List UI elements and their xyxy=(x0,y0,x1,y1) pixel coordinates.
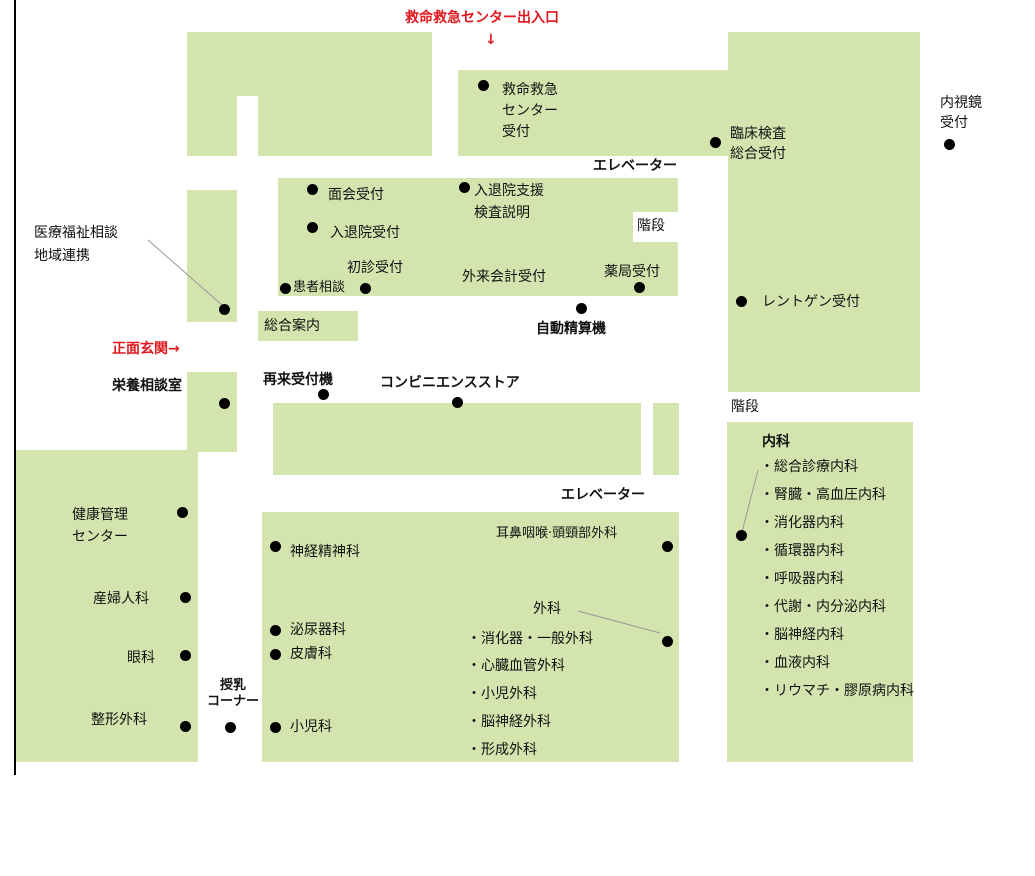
area-top-right xyxy=(728,32,920,392)
emergency-arrow-icon: ↓ xyxy=(485,32,497,48)
first-visit-marker[interactable] xyxy=(360,283,371,294)
area-bottom-center xyxy=(262,512,679,762)
internal-medicine-item-8: ・リウマチ・膠原病内科 xyxy=(760,683,914,699)
return-machine-label: 再来受付機 xyxy=(263,372,333,388)
area-top-left xyxy=(187,32,432,156)
map-left-border xyxy=(14,0,16,775)
pediatrics-label: 小児科 xyxy=(290,719,332,735)
elevator-top-label: エレベーター xyxy=(593,158,677,174)
area-internal-medicine xyxy=(727,422,913,762)
internal-medicine-item-6: ・脳神経内科 xyxy=(760,627,844,643)
patient-consult-marker[interactable] xyxy=(280,283,291,294)
orthopedics-marker[interactable] xyxy=(180,721,191,732)
elevator-bottom-label: エレベーター xyxy=(561,487,645,503)
area-welfare xyxy=(187,190,237,322)
xray-label: レントゲン受付 xyxy=(762,294,860,310)
internal-medicine-item-5: ・代謝・内分泌内科 xyxy=(760,599,886,615)
xray-marker[interactable] xyxy=(736,296,747,307)
pediatrics-marker[interactable] xyxy=(270,722,281,733)
internal-medicine-item-3: ・循環器内科 xyxy=(760,543,844,559)
urology-marker[interactable] xyxy=(270,625,281,636)
internal-medicine-title: 内科 xyxy=(762,434,790,450)
endoscopy-marker[interactable] xyxy=(944,139,955,150)
ent-label: 耳鼻咽喉·頭頸部外科 xyxy=(496,526,618,541)
area-reception-block xyxy=(278,178,678,296)
internal-medicine-item-7: ・血液内科 xyxy=(760,655,830,671)
pharmacy-marker[interactable] xyxy=(634,282,645,293)
surgery-item-1: ・心臓血管外科 xyxy=(467,658,565,674)
main-entrance-label: 正面玄関→ xyxy=(112,341,180,357)
surgery-item-0: ・消化器・一般外科 xyxy=(467,631,593,647)
auto-payment-marker[interactable] xyxy=(576,303,587,314)
area-bottom-left xyxy=(16,450,198,762)
internal-medicine-item-1: ・腎臓・高血圧内科 xyxy=(760,487,886,503)
psychiatry-label: 神経精神科 xyxy=(290,544,360,560)
admission-reception-label: 入退院受付 xyxy=(330,225,400,241)
emergency-entrance-label: 救命救急センター出入口 xyxy=(405,10,559,26)
stairs-center-label: 階段 xyxy=(637,218,665,234)
return-machine-marker[interactable] xyxy=(318,389,329,400)
health-center-label: 健康管理 センター xyxy=(72,507,128,545)
ent-marker[interactable] xyxy=(662,541,673,552)
ophthalmology-marker[interactable] xyxy=(180,650,191,661)
medical-welfare-marker[interactable] xyxy=(219,304,230,315)
visitor-reception-marker[interactable] xyxy=(307,184,318,195)
orthopedics-label: 整形外科 xyxy=(91,712,147,728)
medical-welfare-label: 医療福祉相談 地域連携 xyxy=(34,225,118,265)
emergency-reception-marker[interactable] xyxy=(478,80,489,91)
area-general-info xyxy=(258,311,358,341)
area-store xyxy=(273,403,641,475)
area-nutrition xyxy=(187,372,237,452)
area-store-side xyxy=(653,403,679,475)
stairs-center-box xyxy=(633,212,678,242)
patient-consult-label: 患者相談 xyxy=(293,280,346,295)
auto-payment-label: 自動精算機 xyxy=(536,321,606,337)
pharmacy-label: 薬局受付 xyxy=(604,264,660,280)
obgyn-marker[interactable] xyxy=(180,592,191,603)
psychiatry-marker[interactable] xyxy=(270,541,281,552)
surgery-item-2: ・小児外科 xyxy=(467,686,537,702)
convenience-store-marker[interactable] xyxy=(452,397,463,408)
internal-medicine-marker[interactable] xyxy=(736,530,747,541)
nutrition-label: 栄養相談室 xyxy=(112,378,182,394)
first-visit-label: 初診受付 xyxy=(347,260,403,276)
surgery-item-3: ・脳神経外科 xyxy=(467,714,551,730)
nutrition-marker[interactable] xyxy=(219,398,230,409)
admission-reception-marker[interactable] xyxy=(307,222,318,233)
internal-medicine-item-4: ・呼吸器内科 xyxy=(760,571,844,587)
admission-support-marker[interactable] xyxy=(459,182,470,193)
dermatology-marker[interactable] xyxy=(270,649,281,660)
obgyn-label: 産婦人科 xyxy=(93,591,149,607)
internal-medicine-item-2: ・消化器内科 xyxy=(760,515,844,531)
urology-label: 泌尿器科 xyxy=(290,622,346,638)
admission-support-label: 入退院支援 検査説明 xyxy=(474,183,544,221)
visitor-reception-label: 面会受付 xyxy=(328,187,384,203)
convenience-store-label: コンビニエンスストア xyxy=(380,375,520,391)
emergency-reception-label: 救命救急 センター 受付 xyxy=(502,82,558,140)
general-info-label: 総合案内 xyxy=(264,318,320,334)
nursing-room-label: 授乳 コーナー xyxy=(207,678,260,709)
stairs-right-label: 階段 xyxy=(731,399,759,415)
clinical-lab-marker[interactable] xyxy=(710,137,721,148)
area-emergency xyxy=(458,70,728,156)
surgery-marker[interactable] xyxy=(662,636,673,647)
outpatient-billing-label: 外来会計受付 xyxy=(462,269,546,285)
surgery-item-4: ・形成外科 xyxy=(467,742,537,758)
corridor-left-top xyxy=(237,96,258,156)
dermatology-label: 皮膚科 xyxy=(290,646,332,662)
clinical-lab-label: 臨床検査 総合受付 xyxy=(730,126,786,163)
internal-medicine-item-0: ・総合診療内科 xyxy=(760,459,858,475)
surgery-title: 外科 xyxy=(533,601,561,617)
nursing-room-marker[interactable] xyxy=(225,722,236,733)
ophthalmology-label: 眼科 xyxy=(127,650,155,666)
endoscopy-label: 内視鏡 受付 xyxy=(940,95,982,132)
health-center-marker[interactable] xyxy=(177,507,188,518)
